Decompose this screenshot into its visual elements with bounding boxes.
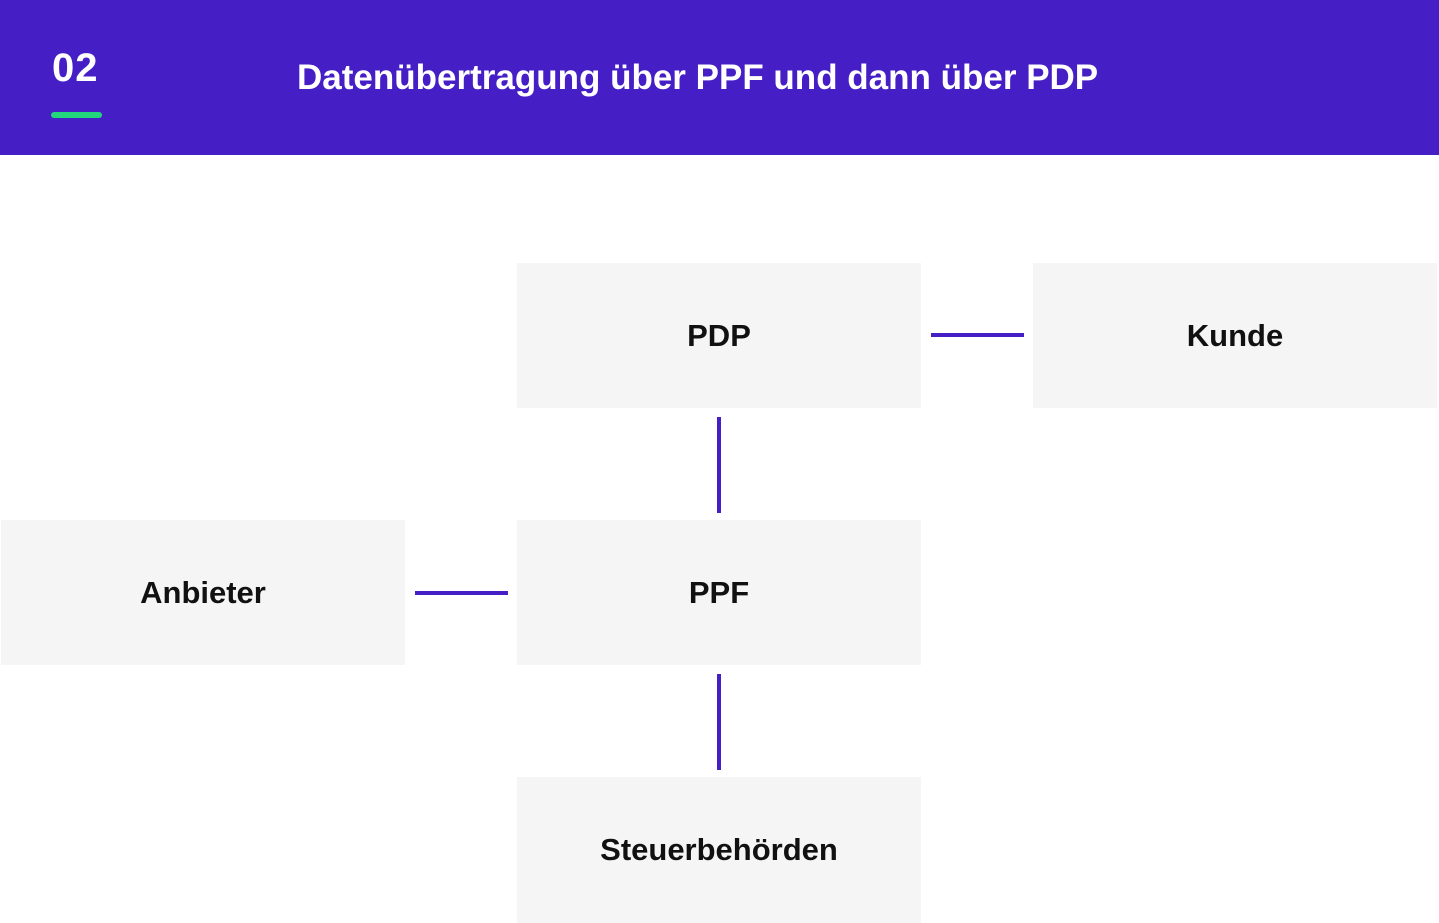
- header-banner: 02 Datenübertragung über PPF und dann üb…: [0, 0, 1439, 155]
- connector-anbieter-ppf: [415, 591, 508, 595]
- node-pdp-label: PDP: [687, 317, 751, 353]
- node-anbieter-label: Anbieter: [140, 574, 266, 610]
- connector-pdp-ppf: [717, 417, 721, 513]
- node-ppf-label: PPF: [688, 574, 750, 610]
- node-kunde-label: Kunde: [1186, 317, 1284, 353]
- connector-ppf-steuerbehoerden: [717, 674, 721, 770]
- node-ppf: PPF: [517, 520, 921, 665]
- step-underline-accent: [51, 112, 102, 118]
- node-pdp: PDP: [517, 263, 921, 408]
- node-anbieter: Anbieter: [1, 520, 405, 665]
- node-steuerbehoerden-label: Steuerbehörden: [600, 832, 838, 867]
- connector-pdp-kunde: [931, 333, 1024, 337]
- node-steuerbehoerden: Steuerbehörden: [517, 777, 921, 923]
- step-number: 02: [52, 46, 99, 90]
- node-kunde: Kunde: [1033, 263, 1437, 408]
- page-title: Datenübertragung über PPF und dann über …: [297, 58, 1099, 97]
